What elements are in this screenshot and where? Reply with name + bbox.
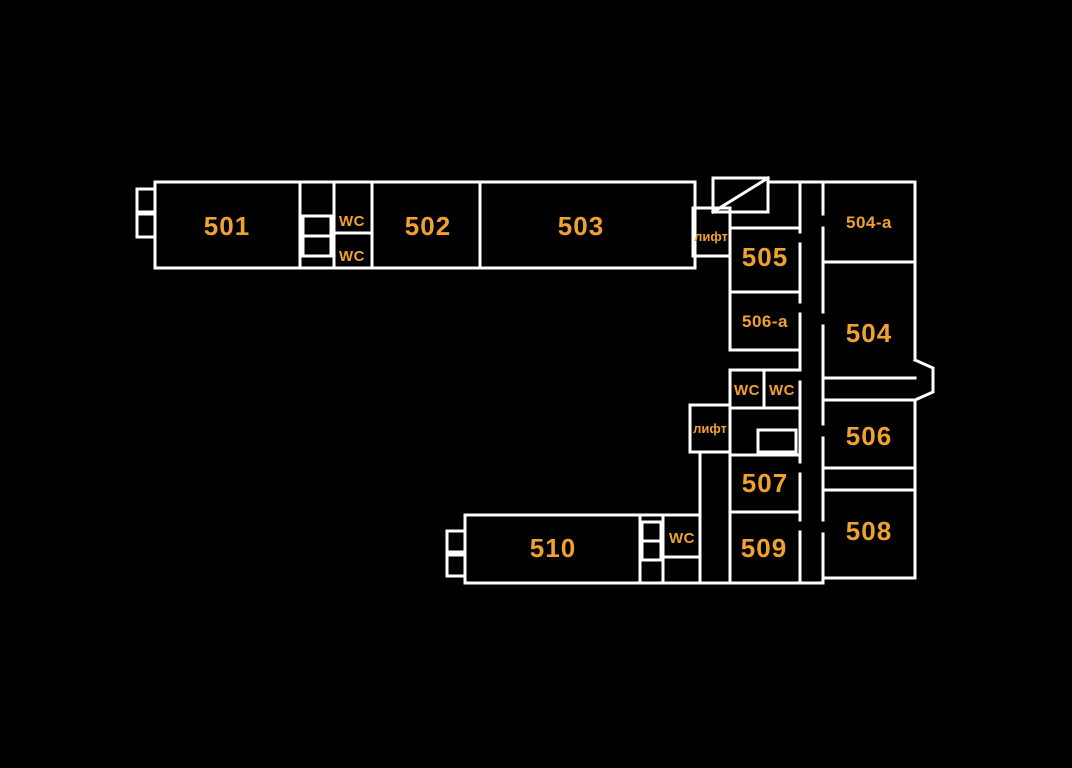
left-column-walls [728, 206, 802, 585]
room-502-label: 502 [405, 211, 451, 241]
top-wing-window-tabs [135, 187, 157, 239]
service-box [756, 428, 798, 454]
room-510-label: 510 [530, 533, 576, 563]
wc-mid-right-label: WC [769, 382, 795, 399]
bottom-wing-outline [463, 450, 825, 585]
wc-top-lower-label: WC [339, 248, 365, 265]
bottom-wing-window-tabs [445, 529, 467, 578]
top-wing-outline [153, 180, 697, 270]
room-506a-label: 506-а [742, 312, 788, 331]
elevator-mid-shaft [688, 403, 732, 454]
bottom-wing-partitions [638, 513, 702, 585]
bottom-wing-stairs-icon [640, 520, 663, 562]
room-504a-label: 504-а [846, 213, 892, 232]
stairwell-top-outline [711, 176, 770, 214]
right-column-walls [821, 180, 917, 580]
room-505-label: 505 [742, 242, 788, 272]
wc-mid-left-label: WC [734, 382, 760, 399]
room-508-label: 508 [846, 516, 892, 546]
room-507-label: 507 [742, 468, 788, 498]
top-wing-stairs-icon [301, 214, 333, 258]
room-501-label: 501 [204, 211, 250, 241]
stairwell-top-diagonal-icon [710, 175, 771, 215]
wc-bottom-label: WC [669, 530, 695, 547]
room-503-label: 503 [558, 211, 604, 241]
elevator-top-label: лифт [694, 229, 728, 244]
room-506-label: 506 [846, 421, 892, 451]
room-509-label: 509 [741, 533, 787, 563]
right-bay-bump [913, 358, 935, 402]
top-wing-partitions [298, 180, 482, 270]
wc-top-upper-label: WC [339, 213, 365, 230]
elevator-mid-label: лифт [693, 421, 727, 436]
room-504-label: 504 [846, 318, 892, 348]
